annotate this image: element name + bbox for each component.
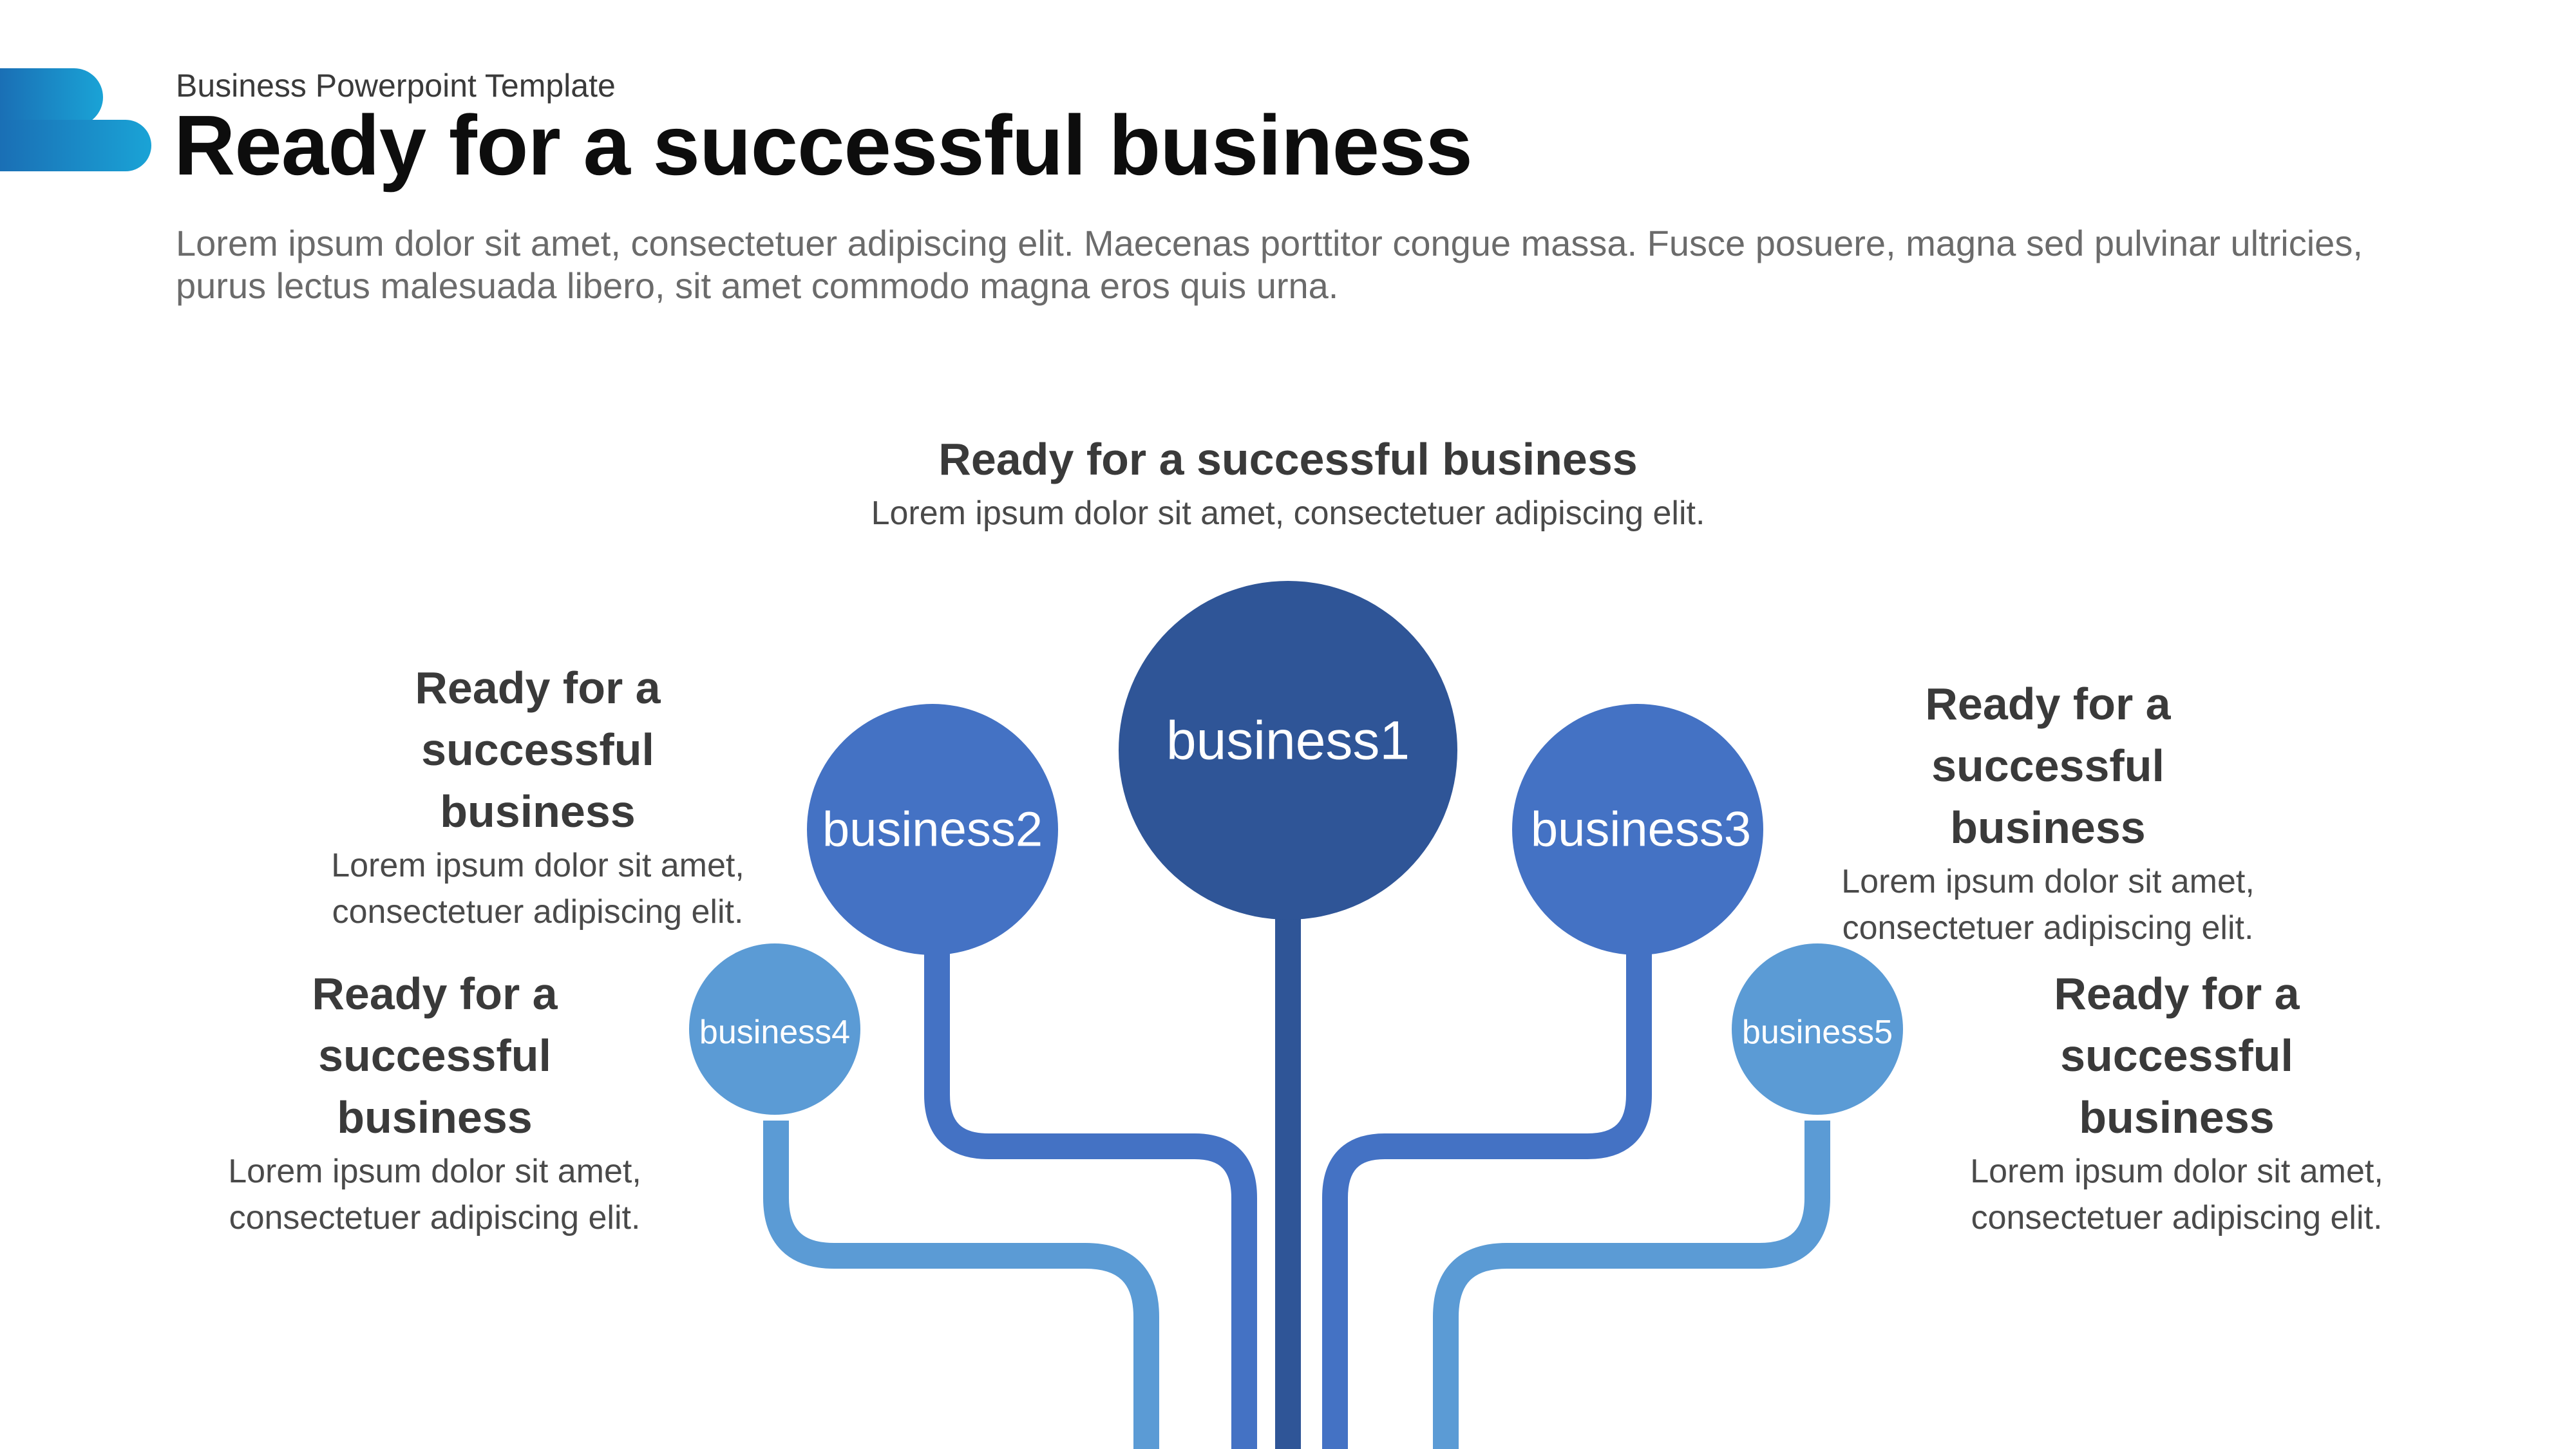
callout-upper-right: Ready for a successful business Lorem ip…	[1829, 673, 2267, 951]
callout-description: Lorem ipsum dolor sit amet, consectetuer…	[228, 1153, 641, 1236]
callout-title: Ready for a successful business	[415, 663, 661, 837]
callout-description: Lorem ipsum dolor sit amet, consectetuer…	[1970, 1153, 2383, 1236]
node-label-business3: business3	[1530, 802, 1752, 857]
callout-lower-left: Ready for a successful business Lorem ip…	[216, 963, 654, 1241]
callout-top: Ready for a successful business Lorem ip…	[850, 428, 1726, 536]
page-title: Ready for a successful business	[174, 98, 1473, 193]
callout-description: Lorem ipsum dolor sit amet, consectetuer…	[871, 495, 1705, 532]
node-business2	[807, 704, 1058, 955]
node-label-business5: business5	[1741, 1014, 1893, 1051]
callout-description: Lorem ipsum dolor sit amet, consectetuer…	[331, 847, 744, 931]
connector-business4	[763, 1121, 1159, 1449]
callout-lower-right: Ready for a successful business Lorem ip…	[1958, 963, 2396, 1241]
node-business4	[689, 943, 860, 1115]
intro-paragraph: Lorem ipsum dolor sit amet, consectetuer…	[176, 223, 2363, 306]
callout-upper-left: Ready for a successful business Lorem ip…	[319, 657, 757, 935]
node-label-business2: business2	[822, 802, 1043, 857]
node-business3	[1512, 704, 1763, 955]
template-subtitle: Business Powerpoint Template	[176, 68, 616, 104]
node-label-business4: business4	[699, 1014, 851, 1051]
callout-title: Ready for a successful business	[2054, 969, 2300, 1142]
node-business5	[1732, 943, 1903, 1115]
callout-title: Ready for a successful business	[938, 434, 1638, 484]
connector-business3	[1322, 953, 1652, 1449]
logo-icon	[0, 68, 151, 171]
node-business1	[1119, 581, 1457, 920]
callout-description: Lorem ipsum dolor sit amet, consectetuer…	[1841, 863, 2255, 947]
callout-title: Ready for a successful business	[312, 969, 558, 1142]
connector-business5	[1433, 1121, 1830, 1449]
connector-business2	[924, 953, 1257, 1449]
callout-title: Ready for a successful business	[1925, 679, 2171, 853]
node-label-business1: business1	[1166, 710, 1410, 771]
